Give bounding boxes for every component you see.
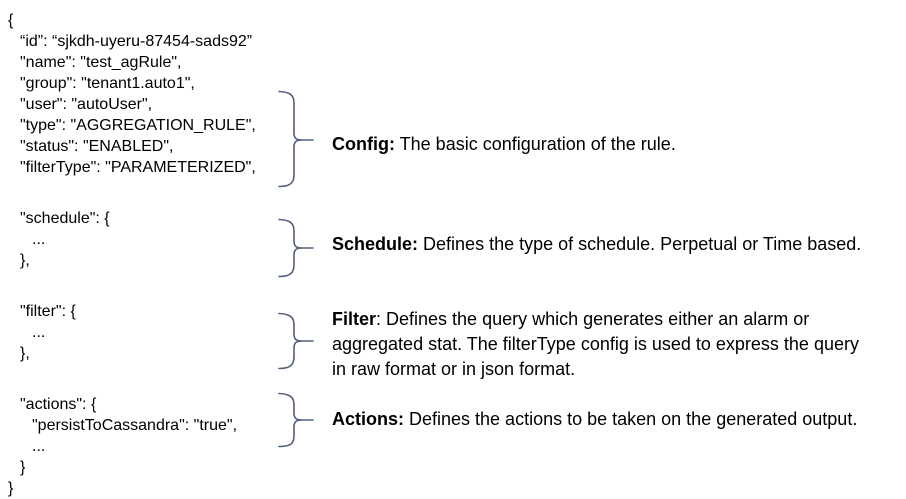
annotation-filter: Filter: Defines the query which generate…: [332, 307, 859, 382]
json-code-block: { “id”: “sjkdh-uyeru-87454-sads92” "name…: [8, 10, 256, 499]
code-line: "type": "AGGREGATION_RULE",: [20, 117, 256, 134]
annotation-schedule: Schedule: Defines the type of schedule. …: [332, 232, 861, 257]
code-line: "group": "tenant1.auto1",: [20, 75, 195, 92]
code-line: ...: [32, 231, 46, 248]
annotation-actions-label: Actions:: [332, 409, 404, 429]
code-line: "status": "ENABLED",: [20, 138, 174, 155]
annotation-filter-text: : Defines the query which generates eith…: [376, 309, 810, 329]
brace-actions: [278, 392, 314, 448]
annotation-actions-text: Defines the actions to be taken on the g…: [404, 409, 858, 429]
annotation-schedule-label: Schedule:: [332, 234, 419, 254]
annotation-filter-text: in raw format or in json format.: [332, 359, 576, 379]
code-line: "filterType": "PARAMETERIZED",: [20, 159, 256, 176]
annotation-config: Config: The basic configuration of the r…: [332, 132, 676, 157]
annotation-actions: Actions: Defines the actions to be taken…: [332, 407, 857, 432]
code-line: "actions": {: [20, 396, 97, 413]
code-line: “id”: “sjkdh-uyeru-87454-sads92”: [20, 33, 253, 50]
code-line: "filter": {: [20, 303, 76, 320]
brace-config: [278, 90, 314, 188]
annotation-config-label: Config:: [332, 134, 395, 154]
code-line: },: [20, 345, 30, 362]
annotation-schedule-text: Defines the type of schedule. Perpetual …: [418, 234, 862, 254]
code-line: {: [8, 12, 14, 29]
code-line: ...: [32, 438, 46, 455]
curly-brace-icon: [278, 218, 314, 278]
brace-filter: [278, 312, 314, 370]
code-line: "persistToCassandra": "true",: [32, 417, 238, 434]
code-line: "schedule": {: [20, 210, 110, 227]
annotation-filter-label: Filter: [332, 309, 377, 329]
brace-schedule: [278, 218, 314, 278]
curly-brace-icon: [278, 312, 314, 370]
code-line: }: [20, 459, 26, 476]
code-line: "name": "test_agRule",: [20, 54, 182, 71]
annotation-config-text: The basic configuration of the rule.: [394, 134, 676, 154]
code-line: }: [8, 480, 14, 497]
code-line: },: [20, 252, 30, 269]
code-line: "user": "autoUser",: [20, 96, 153, 113]
code-line: ...: [32, 324, 46, 341]
curly-brace-icon: [278, 90, 314, 188]
annotation-filter-text: aggregated stat. The filterType config i…: [332, 334, 859, 354]
curly-brace-icon: [278, 392, 314, 448]
